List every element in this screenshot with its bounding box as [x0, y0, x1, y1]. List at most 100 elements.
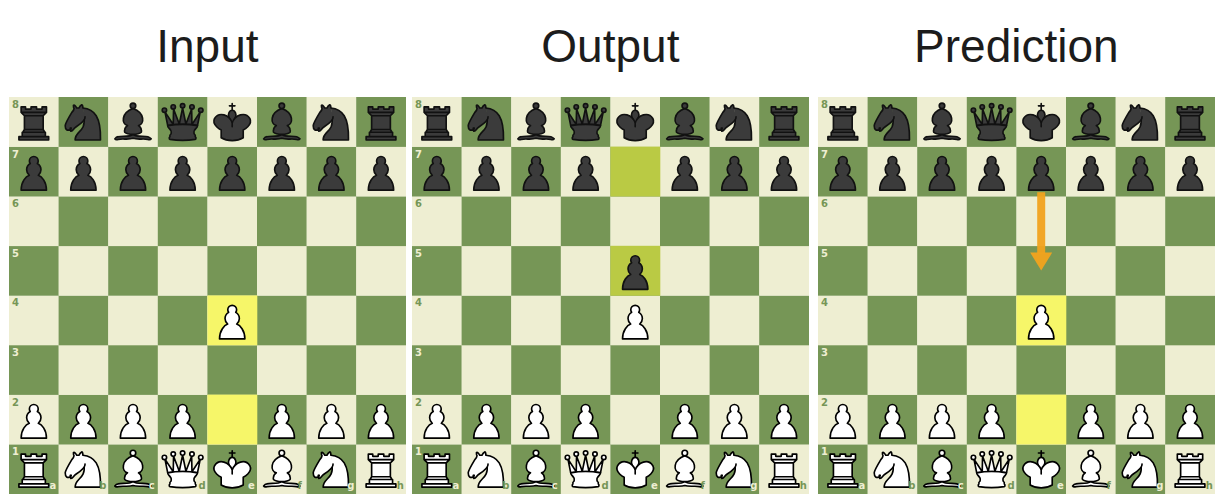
- board-square: [759, 246, 809, 296]
- chess-piece: [19, 107, 49, 140]
- board-square: [511, 246, 561, 296]
- piece-shape: [568, 455, 603, 473]
- board-square: [660, 444, 710, 494]
- file-coordinate: h: [1206, 480, 1213, 492]
- piece-shape: [279, 103, 285, 109]
- board-square: [1116, 147, 1166, 197]
- rank-coordinate: 1: [821, 446, 828, 458]
- piece-shape: [366, 454, 396, 487]
- piece-shape: [366, 107, 396, 140]
- piece-shape: [565, 451, 606, 460]
- chess-piece: [214, 104, 251, 141]
- chess-piece: [1029, 305, 1054, 339]
- chess-piece: [170, 157, 195, 191]
- board-square: [462, 395, 512, 445]
- board-square: [356, 395, 406, 445]
- piece-shape: [165, 455, 200, 473]
- piece-shape: [929, 157, 954, 191]
- board-square: [158, 444, 208, 494]
- board-square: [307, 295, 357, 345]
- chess-piece: [929, 405, 954, 439]
- board-square: [1165, 97, 1215, 147]
- piece-shape: [573, 405, 598, 439]
- piece-shape: [123, 109, 142, 135]
- board-square: [1165, 196, 1215, 246]
- chess-piece: [422, 107, 452, 140]
- board-square: [610, 395, 660, 445]
- piece-shape: [632, 451, 638, 457]
- board-square: [660, 345, 710, 395]
- chess-piece: [769, 454, 799, 487]
- piece-shape: [474, 405, 499, 439]
- piece-shape: [422, 454, 452, 487]
- chess-piece: [617, 104, 654, 141]
- piece-shape: [830, 405, 855, 439]
- piece-shape: [523, 405, 548, 439]
- move-highlight: [207, 295, 257, 345]
- board-square: [9, 196, 59, 246]
- file-coordinate: f: [298, 480, 302, 492]
- chess-piece: [771, 405, 796, 439]
- board-square: [511, 196, 561, 246]
- rank-coordinate: 5: [12, 248, 19, 260]
- board-square: [9, 444, 59, 494]
- chess-piece: [424, 405, 449, 439]
- board-square: [561, 97, 611, 147]
- board-square: [1066, 196, 1116, 246]
- board-square: [1116, 295, 1166, 345]
- piece-shape: [1078, 405, 1103, 439]
- rank-coordinate: 6: [12, 198, 19, 210]
- board-square: [710, 444, 760, 494]
- board-square: [412, 295, 462, 345]
- chess-piece: [220, 157, 245, 191]
- piece-shape: [675, 109, 694, 135]
- rank-coordinate: 2: [415, 397, 422, 409]
- board-square: [818, 295, 868, 345]
- piece-shape: [71, 405, 96, 439]
- board-square: [59, 345, 109, 395]
- board-square: [1116, 97, 1166, 147]
- file-coordinate: d: [601, 480, 608, 492]
- file-coordinate: h: [800, 480, 807, 492]
- file-coordinate: h: [397, 480, 404, 492]
- piece-shape: [1175, 454, 1205, 487]
- board-square: [818, 196, 868, 246]
- chess-piece: [1128, 405, 1153, 439]
- piece-shape: [874, 452, 894, 478]
- chess-piece: [1128, 157, 1153, 191]
- board-grid: [818, 97, 1215, 494]
- chess-piece: [366, 107, 396, 140]
- board-square: [108, 395, 158, 445]
- piece-shape: [1038, 104, 1044, 110]
- board-square: [257, 444, 307, 494]
- chess-piece: [828, 107, 858, 140]
- piece-shape: [229, 451, 235, 457]
- board-square: [307, 246, 357, 296]
- chess-piece: [21, 157, 46, 191]
- board-square: [158, 246, 208, 296]
- piece-shape: [468, 105, 488, 131]
- board-square: [158, 196, 208, 246]
- chess-piece: [468, 452, 503, 487]
- piece-shape: [617, 115, 654, 141]
- piece-shape: [368, 405, 393, 439]
- chess-piece: [623, 256, 648, 290]
- file-coordinate: g: [1156, 480, 1163, 492]
- chess-piece: [474, 405, 499, 439]
- rank-coordinate: 4: [821, 297, 828, 309]
- rank-coordinate: 3: [415, 347, 422, 359]
- chess-piece: [979, 157, 1004, 191]
- chess-piece: [21, 405, 46, 439]
- board-square: [917, 147, 967, 197]
- board-square: [356, 345, 406, 395]
- board-square: [759, 395, 809, 445]
- board-square: [1066, 345, 1116, 395]
- board-square: [917, 295, 967, 345]
- piece-shape: [932, 109, 951, 135]
- chess-piece: [313, 452, 348, 487]
- chess-piece: [269, 157, 294, 191]
- piece-shape: [165, 108, 200, 126]
- board-square: [108, 444, 158, 494]
- file-coordinate: b: [99, 480, 106, 492]
- board-square: [610, 444, 660, 494]
